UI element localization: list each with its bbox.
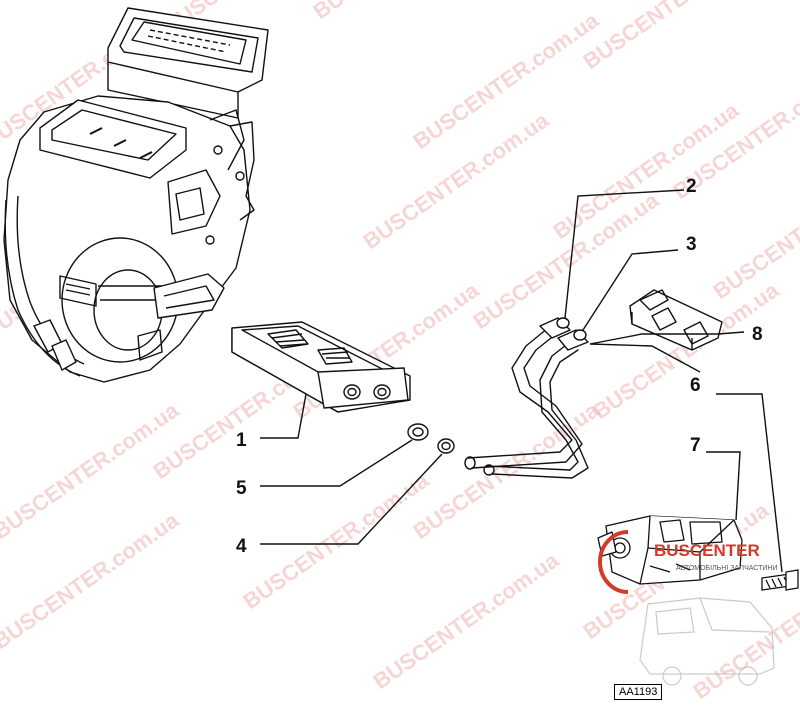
watermark: BUSCENTER.com.ua [589, 277, 784, 424]
heater-core [231, 321, 411, 413]
logo-tagline: АВТОМОБІЛЬНІ ЗАПЧАСТИНИ [676, 565, 777, 572]
leader-4 [260, 453, 443, 545]
o-ring-5 [407, 423, 429, 441]
watermark: BUSCENTER.com.ua [309, 0, 504, 24]
leader-8 [589, 331, 745, 345]
pipe-bracket [629, 289, 723, 351]
leader-8-b [589, 343, 701, 373]
leader-2 [564, 189, 685, 319]
leader-lines [260, 189, 783, 573]
reference-code: AA1193 [614, 684, 663, 700]
watermark: BUSCENTER.com.ua [579, 0, 774, 74]
logo-brand: BUSCENTER [654, 541, 760, 560]
callout-8: 8 [752, 324, 763, 345]
callout-5: 5 [236, 478, 247, 499]
bolt [761, 569, 799, 591]
watermark: BUSCENTER.com.ua [369, 547, 564, 694]
callout-1: 1 [236, 430, 247, 451]
logo-arc-icon [598, 530, 629, 594]
callout-7: 7 [690, 435, 701, 456]
leader-6 [716, 393, 783, 573]
callout-6: 6 [690, 375, 701, 396]
watermark: BUSCENTER.com.ua [239, 467, 434, 614]
coolant-pipes [464, 317, 589, 479]
leader-5 [260, 439, 413, 487]
watermark: BUSCENTER.com.ua [0, 507, 184, 654]
watermark: BUSCENTER.com.ua [409, 397, 604, 544]
leader-3 [582, 249, 679, 331]
watermark: BUSCENTER.com.ua [709, 157, 800, 304]
callout-3: 3 [686, 234, 697, 255]
leader-1 [260, 393, 307, 439]
van-silhouette-icon [639, 597, 775, 686]
buscenter-logo: BUSCENTER АВТОМОБІЛЬНІ ЗАПЧАСТИНИ [598, 530, 777, 686]
leader-7 [706, 451, 741, 521]
callout-4: 4 [236, 536, 247, 557]
heater-housing [3, 7, 269, 383]
callout-numbers: 1 2 3 4 5 6 7 8 [236, 176, 763, 557]
o-ring-4 [437, 438, 455, 454]
callout-2: 2 [686, 176, 697, 197]
